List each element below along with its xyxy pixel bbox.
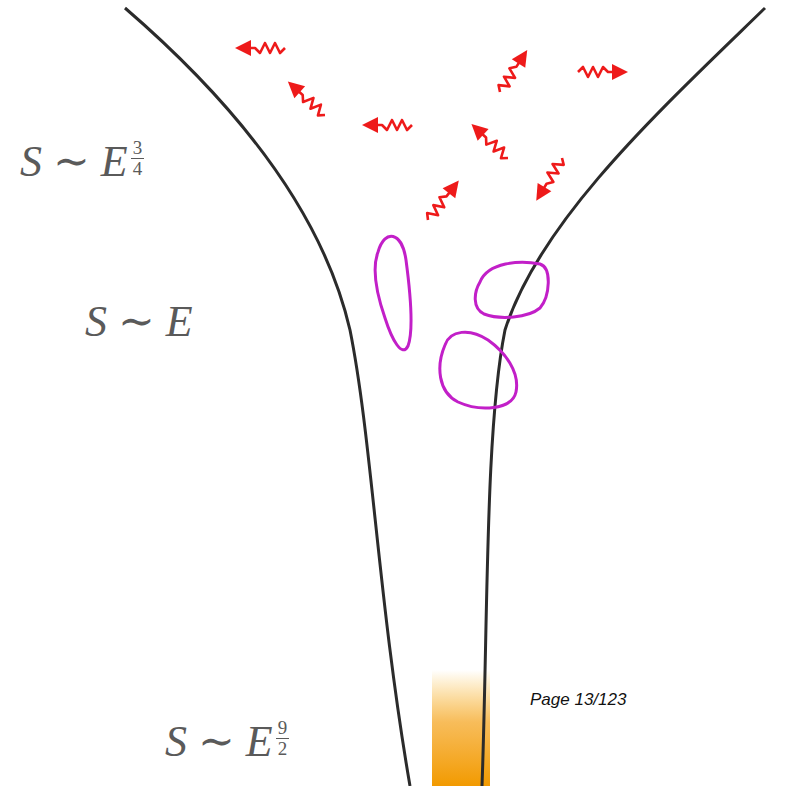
formula-text: S ∼ E	[85, 298, 193, 346]
exponent-numerator: 9	[276, 718, 290, 739]
exponent-denominator: 2	[276, 739, 290, 759]
formula-text: S ∼ E	[165, 718, 273, 766]
string-loops	[375, 236, 548, 408]
exponent-fraction: 92	[276, 718, 290, 759]
throat-wall	[482, 8, 765, 786]
exponent-fraction: 34	[131, 138, 145, 179]
entropy-scaling-formula: S ∼ E34	[20, 138, 144, 186]
exponent-numerator: 3	[131, 138, 145, 159]
entropy-scaling-formula: S ∼ E92	[165, 718, 289, 766]
formula-text: S ∼ E	[20, 138, 128, 186]
radiation-arrows	[235, 40, 628, 225]
page-number: Page 13/123	[530, 690, 626, 710]
exponent-denominator: 4	[131, 159, 145, 179]
entropy-scaling-formula: S ∼ E	[85, 298, 193, 346]
